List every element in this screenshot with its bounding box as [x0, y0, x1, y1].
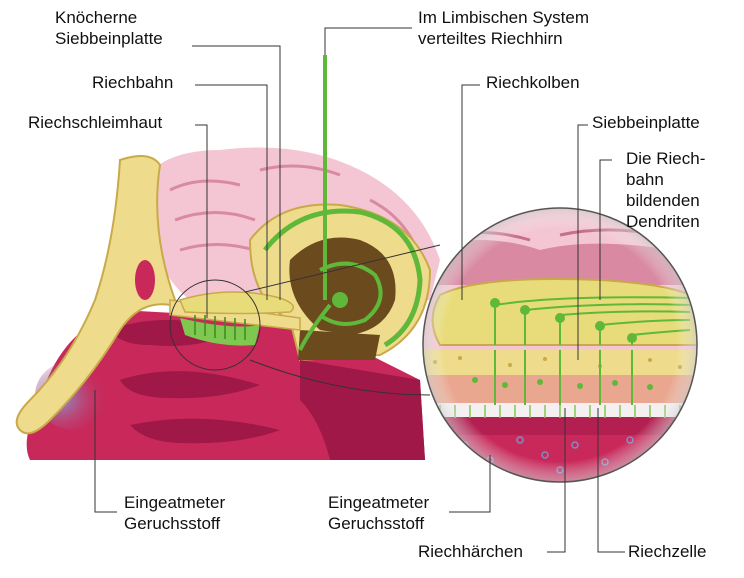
label-line: Geruchsstoff: [328, 514, 425, 533]
label-line: Die Riech-: [626, 149, 706, 168]
label-geruchsstoff-right: Eingeatmeter Geruchsstoff: [328, 492, 429, 534]
label-line: bildenden: [626, 191, 700, 210]
label-line: Geruchsstoff: [124, 514, 221, 533]
label-line: Im Limbischen System: [418, 8, 589, 27]
magnifier-source-circle: [169, 279, 261, 371]
label-line: Knöcherne: [55, 8, 138, 27]
label-riechzelle: Riechzelle: [628, 542, 707, 561]
label-line: Dendriten: [626, 212, 700, 231]
label-line: Siebbeinplatte: [55, 29, 163, 48]
label-siebbeinplatte: Siebbeinplatte: [592, 113, 700, 132]
label-line: Eingeatmeter: [328, 493, 430, 512]
label-line: verteiltes Riechhirn: [418, 29, 563, 48]
leader-lines: [94, 27, 625, 553]
head-cross-section: [15, 55, 440, 460]
label-riechkolben: Riechkolben: [486, 73, 580, 92]
label-line: bahn: [626, 170, 664, 189]
label-knoecherne-siebbeinplatte: Knöcherne Siebbeinplatte: [55, 7, 163, 49]
label-riechhaerchen: Riechhärchen: [418, 542, 523, 561]
label-riechbahn: Riechbahn: [92, 73, 174, 92]
label-riechhirn: Im Limbischen System verteiltes Riechhir…: [418, 7, 589, 49]
label-geruchsstoff-left: Eingeatmeter Geruchsstoff: [124, 492, 225, 534]
label-line: Eingeatmeter: [124, 493, 226, 512]
label-dendriten: Die Riech- bahn bildenden Dendriten: [626, 148, 705, 232]
label-riechschleimhaut: Riechschleimhaut: [28, 113, 163, 132]
skull-bone: [15, 155, 177, 435]
